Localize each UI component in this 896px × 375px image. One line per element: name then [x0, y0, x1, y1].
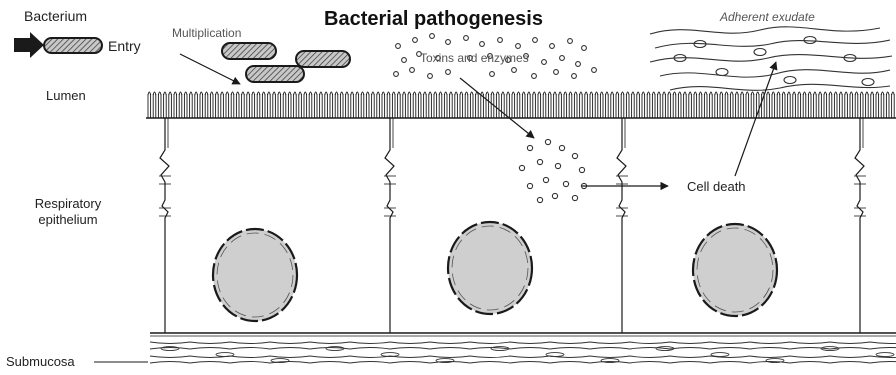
exudate-strand-2 — [655, 40, 890, 48]
toxin-particle-cell-2 — [559, 145, 564, 150]
toxin-particles-in-cell — [519, 139, 586, 202]
exudate-strand-4 — [660, 70, 890, 77]
toxin-penetration-arrow — [460, 78, 534, 138]
cell-boundary-3 — [617, 118, 626, 333]
toxin-particle-top-23 — [394, 72, 399, 77]
toxin-particle-top-3 — [430, 34, 435, 39]
toxin-particle-top-11 — [568, 39, 573, 44]
submucosa-fibroblast-720 — [711, 353, 729, 357]
toxin-particle-top-6 — [480, 42, 485, 47]
toxin-particle-top-1 — [396, 44, 401, 49]
nucleus-2 — [448, 222, 532, 314]
nucleus-3 — [693, 224, 777, 316]
nucleus-1 — [213, 229, 297, 321]
adherent-exudate-label: Adherent exudate — [720, 10, 815, 24]
exudate-strand-5 — [670, 84, 890, 90]
multiplying-bacterium-3 — [246, 66, 304, 82]
toxin-particle-cell-5 — [537, 159, 542, 164]
multiplying-bacterium-1 — [222, 43, 276, 59]
exudate-cell-5 — [716, 69, 728, 76]
respiratory-label-line2: epithelium — [14, 212, 122, 228]
toxin-particle-cell-13 — [552, 193, 557, 198]
toxin-particle-top-28 — [512, 68, 517, 73]
toxin-particle-cell-9 — [543, 177, 548, 182]
cilia-tips — [148, 92, 894, 95]
toxin-particle-top-2 — [413, 38, 418, 43]
cell-boundary-4 — [855, 118, 864, 333]
submucosa-fiber-2 — [150, 348, 896, 350]
submucosa-label: Submucosa — [6, 354, 75, 369]
respiratory-label-line1: Respiratory — [14, 196, 122, 212]
epithelial-cilia — [148, 92, 894, 118]
toxin-particle-top-13 — [402, 58, 407, 63]
toxin-particle-cell-14 — [572, 195, 577, 200]
exudate-cell-3 — [804, 37, 816, 44]
toxin-particle-cell-8 — [579, 167, 584, 172]
toxin-particle-cell-1 — [545, 139, 550, 144]
toxin-particle-top-21 — [560, 56, 565, 61]
cilia-strands — [148, 94, 894, 118]
respiratory-epithelium-label: Respiratory epithelium — [14, 196, 122, 228]
toxin-particle-top-10 — [550, 44, 555, 49]
bacterium-label: Bacterium — [24, 8, 87, 24]
epithelial-cells — [159, 118, 866, 333]
toxin-particle-top-9 — [533, 38, 538, 43]
adherent-exudate-layer — [650, 27, 892, 90]
submucosa-fiber-1 — [150, 342, 896, 344]
entry-label: Entry — [108, 38, 141, 54]
entering-bacterium — [44, 38, 102, 53]
cell-boundary-1 — [160, 118, 169, 333]
toxin-particle-cell-11 — [527, 183, 532, 188]
submucosa-tissue — [94, 342, 896, 363]
submucosa-fibroblast-225 — [216, 353, 234, 357]
toxin-particle-top-32 — [592, 68, 597, 73]
toxin-particle-top-31 — [572, 74, 577, 79]
cell-death-label: Cell death — [687, 179, 746, 194]
toxin-particle-top-5 — [464, 36, 469, 41]
toxin-particle-cell-10 — [563, 181, 568, 186]
exudate-cell-7 — [862, 79, 874, 86]
exudate-cell-6 — [784, 77, 796, 84]
exudate-cell-2 — [754, 49, 766, 56]
toxin-particle-top-12 — [582, 46, 587, 51]
toxin-particle-cell-3 — [527, 145, 532, 150]
toxin-particle-top-22 — [576, 62, 581, 67]
submucosa-fibroblast-555 — [546, 353, 564, 357]
toxin-particle-top-24 — [410, 68, 415, 73]
exudate-arrow — [735, 62, 776, 176]
toxin-particle-top-26 — [446, 70, 451, 75]
cell-boundary-2 — [385, 118, 394, 333]
toxin-particle-top-30 — [554, 70, 559, 75]
toxin-particle-cell-6 — [555, 163, 560, 168]
toxin-particle-top-4 — [446, 40, 451, 45]
toxin-particle-cell-4 — [572, 153, 577, 158]
toxin-particle-top-20 — [542, 60, 547, 65]
toxin-particle-top-29 — [532, 74, 537, 79]
multiplication-label: Multiplication — [172, 26, 241, 40]
submucosa-fiber-4 — [150, 362, 896, 364]
diagram-title: Bacterial pathogenesis — [324, 8, 543, 31]
submucosa-fiber-3 — [150, 356, 896, 358]
lumen-label: Lumen — [46, 88, 86, 103]
toxin-particle-top-7 — [498, 38, 503, 43]
toxin-particle-top-27 — [490, 72, 495, 77]
toxin-particle-top-8 — [516, 44, 521, 49]
exudate-strand-1 — [650, 27, 880, 34]
toxins-label: Toxins and enzymes — [420, 51, 529, 65]
multiplying-bacterium-2 — [296, 51, 350, 67]
toxin-particle-top-25 — [428, 74, 433, 79]
toxin-particle-cell-7 — [519, 165, 524, 170]
submucosa-fibroblast-885 — [876, 353, 894, 357]
toxin-particle-cell-15 — [537, 197, 542, 202]
entry-arrow-icon — [14, 32, 44, 58]
